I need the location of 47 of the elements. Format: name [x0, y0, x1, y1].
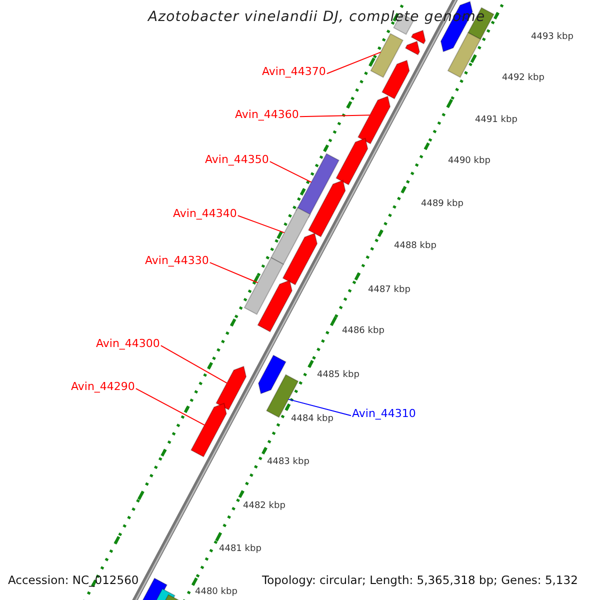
- gene-segment: [357, 96, 391, 144]
- gene-segment: [336, 138, 368, 186]
- tick-label: 4489 kbp: [421, 199, 464, 210]
- gene-segment: [270, 207, 311, 265]
- footer-text: Accession: NC_012560: [8, 574, 139, 588]
- gene-segment: [410, 30, 426, 44]
- tick-label: 4488 kbp: [394, 241, 436, 252]
- gene-label: Avin_44300: [96, 338, 160, 351]
- tick-label: 4485 kbp: [317, 370, 360, 380]
- gene-segment: [216, 366, 247, 410]
- gene-label: Avin_44350: [205, 154, 269, 167]
- tick-label: 4486 kbp: [342, 326, 384, 336]
- leader-line: [326, 52, 382, 74]
- tick-label: 4491 kbp: [475, 115, 518, 126]
- gene-segment: [447, 32, 482, 78]
- gene-segment: [258, 354, 286, 394]
- gene-segment: [282, 232, 318, 286]
- gene-segment: [190, 402, 227, 458]
- gene-segment: [257, 280, 293, 332]
- gene-segment: [370, 33, 404, 78]
- tick-label: 4480 kbp: [195, 587, 238, 598]
- gene-label: Avin_44330: [145, 255, 209, 268]
- gene-segment: [244, 257, 284, 315]
- leader-line: [299, 114, 370, 118]
- gene-segment: [308, 180, 346, 238]
- gene-segment: [404, 40, 420, 56]
- tick-label: 4492 kbp: [502, 73, 544, 84]
- leader-line: [288, 398, 352, 416]
- gene-label: Avin_44370: [262, 66, 326, 79]
- tick-label: 4483 kbp: [267, 457, 310, 468]
- tick-label: 4490 kbp: [448, 156, 490, 166]
- tick-label: 4487 kbp: [368, 285, 410, 296]
- tick-label: 4493 kbp: [531, 32, 574, 42]
- tick-label: 4482 kbp: [243, 501, 286, 512]
- leader-line: [237, 215, 285, 234]
- tick-label: 4481 kbp: [219, 544, 262, 554]
- leader-line: [135, 388, 205, 426]
- footer-text: Topology: circular; Length: 5,365,318 bp; Genes: 5,132: [262, 574, 578, 588]
- leader-line: [160, 345, 228, 384]
- gene-label: Avin_44310: [352, 408, 416, 421]
- gene-segment: [381, 60, 410, 100]
- leader-line: [209, 262, 258, 284]
- leader-line: [269, 161, 312, 183]
- gene-label: Avin_44360: [235, 109, 299, 122]
- tick-label: 4484 kbp: [291, 414, 334, 424]
- gene-label: Avin_44290: [71, 381, 135, 394]
- gene-label: Avin_44340: [173, 208, 237, 221]
